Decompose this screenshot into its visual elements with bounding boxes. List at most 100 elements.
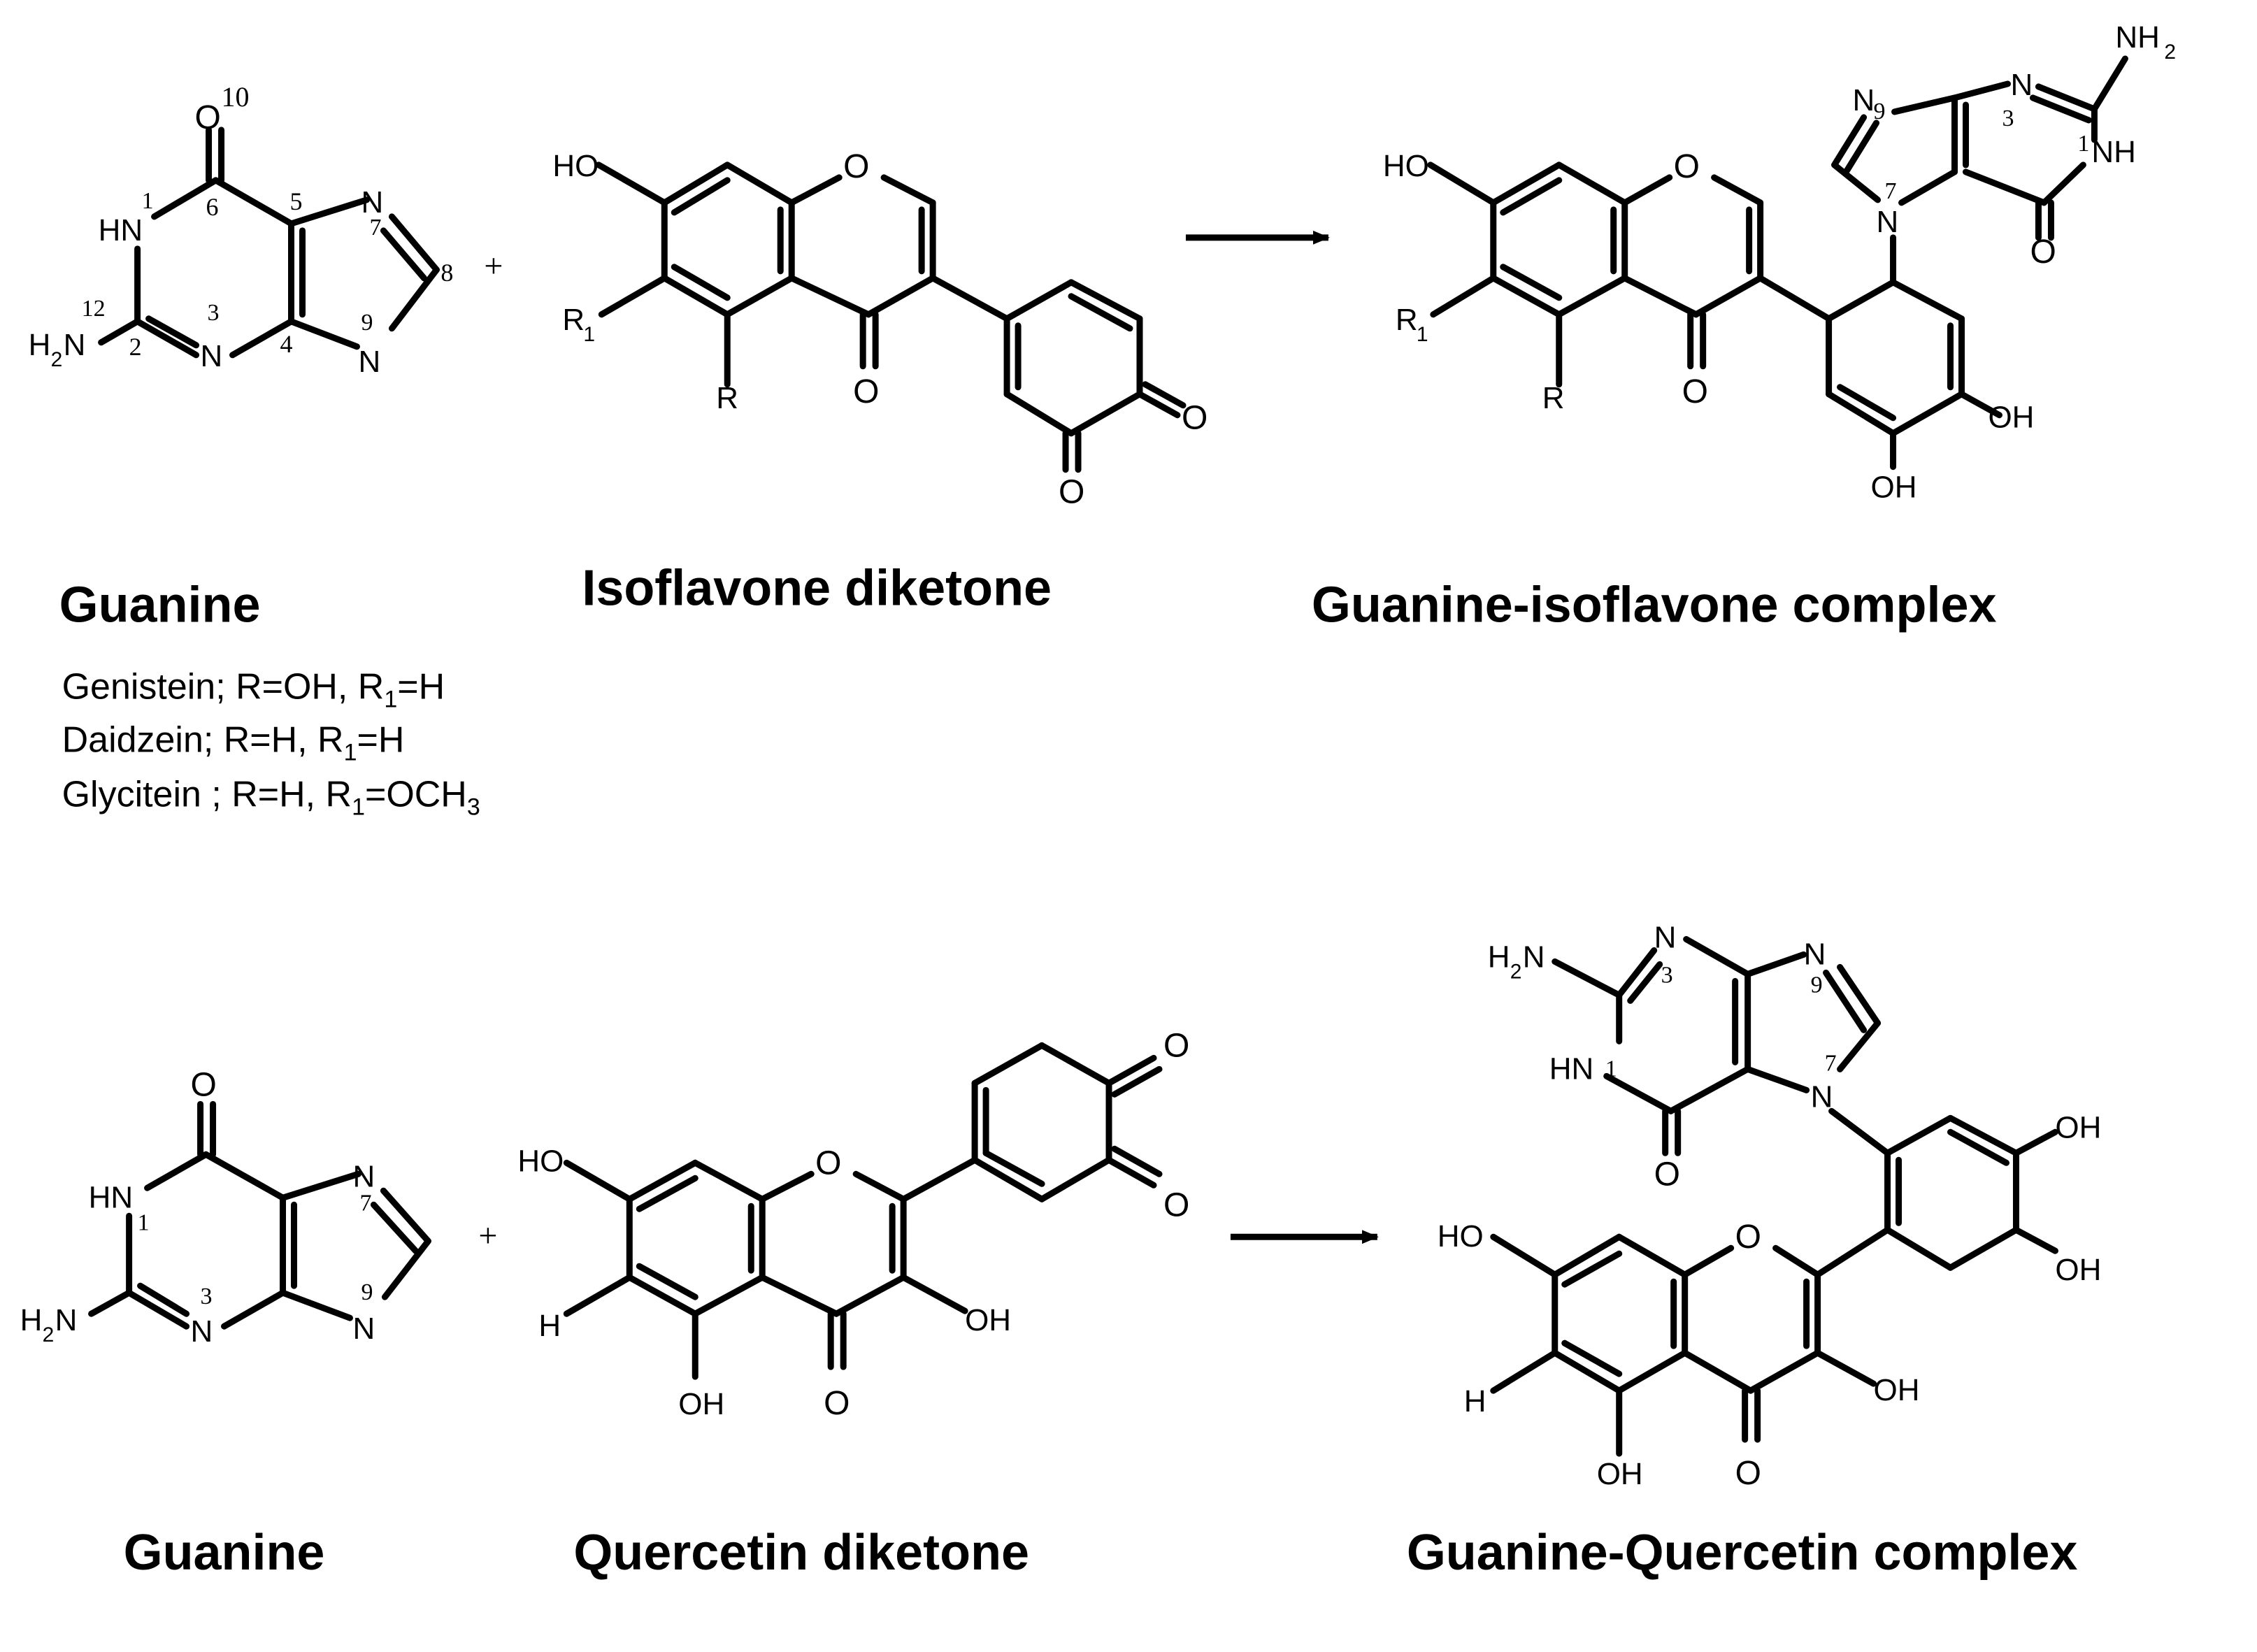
hydroxyl-label: HO <box>1383 149 1429 183</box>
substituent-r: R <box>1542 381 1565 415</box>
amino-subscript: 2 <box>2164 41 2176 64</box>
title-quercetin-diketone: Quercetin diketone <box>573 1525 1029 1581</box>
atom-number: 9 <box>1874 99 1886 124</box>
amino-subscript: 2 <box>1510 960 1522 983</box>
title-guanine-quercetin-complex: Guanine-Quercetin complex <box>1407 1525 2078 1581</box>
carbonyl-oxygen: O <box>1682 373 1708 410</box>
atom-n: N <box>201 339 223 373</box>
isoflavone-diketone-structure: HO O R 1 R O O O <box>552 148 1208 511</box>
amino-subscript: 2 <box>43 1323 55 1346</box>
atom-number: 9 <box>1811 972 1823 998</box>
diketone-oxygen: O <box>1059 474 1084 511</box>
atom-n: N <box>2010 68 2033 102</box>
atom-n: N <box>1877 205 1899 239</box>
atom-number: 5 <box>290 187 303 215</box>
ring-oxygen: O <box>1735 1219 1761 1256</box>
substituent-r1-subscript: 1 <box>1417 323 1428 346</box>
diketone-oxygen: O <box>1163 1186 1189 1223</box>
atom-number: 3 <box>201 1284 213 1309</box>
amino-h: H <box>29 328 51 362</box>
atom-o: O <box>191 1066 217 1103</box>
title-guanine-top: Guanine <box>59 577 261 633</box>
atom-number: 2 <box>129 333 142 361</box>
hydroxyl-label: OH <box>1988 401 2034 435</box>
atom-number: 1 <box>138 1209 150 1235</box>
ring-oxygen: O <box>815 1144 841 1181</box>
atom-n: N <box>1804 937 1826 971</box>
atom-number: 6 <box>206 193 219 221</box>
carbonyl-oxygen: O <box>1654 1156 1680 1193</box>
atom-number: 1 <box>142 188 154 214</box>
hydroxyl-label: OH <box>2055 1253 2101 1287</box>
hydroxyl-label: HO <box>552 149 599 183</box>
atom-number: 12 <box>82 296 106 322</box>
atom-n: N <box>1654 920 1677 954</box>
atom-n: N <box>352 1159 375 1193</box>
legend-line-glycitein: Glycitein ; R=H, R1=OCH3 <box>62 775 480 821</box>
atom-nh: HN <box>99 213 143 247</box>
amino-h: H <box>20 1303 43 1337</box>
plus-sign: + <box>484 247 503 285</box>
hydroxyl-label: HO <box>1438 1219 1484 1254</box>
substituent-legend: Genistein; R=OH, R1=H Daidzein; R=H, R1=… <box>62 667 480 821</box>
diketone-oxygen: O <box>1182 400 1208 437</box>
guanine-structure-bottom: O HN 1 N 7 9 N H 2 N 3 N <box>20 1066 431 1349</box>
atom-number: 7 <box>359 1190 371 1216</box>
diketone-oxygen: O <box>1163 1027 1189 1064</box>
ring-oxygen: O <box>1674 148 1700 185</box>
atom-number: 1 <box>2077 131 2089 157</box>
carbonyl-oxygen: O <box>1735 1455 1761 1492</box>
atom-number: 4 <box>280 330 293 358</box>
hydroxyl-label: OH <box>1597 1457 1643 1491</box>
atom-n: N <box>1811 1079 1833 1114</box>
atom-number: 3 <box>208 300 220 326</box>
title-guanine-bottom: Guanine <box>124 1525 325 1581</box>
atom-number: 8 <box>440 259 453 287</box>
amino-h: H <box>1488 940 1510 974</box>
substituent-r1: R <box>1396 303 1418 337</box>
substituent-r1-subscript: 1 <box>583 323 595 346</box>
atom-number: 3 <box>2002 106 2014 131</box>
legend-line-genistein: Genistein; R=OH, R1=H <box>62 667 445 713</box>
atom-n: N <box>352 1312 375 1346</box>
amino-n: N <box>64 328 86 362</box>
atom-number: 7 <box>1885 178 1897 204</box>
title-guanine-isoflavone-complex: Guanine-isoflavone complex <box>1312 577 1997 633</box>
hydrogen-label: H <box>538 1309 561 1343</box>
plus-sign: + <box>478 1217 497 1254</box>
amino-n: NH <box>2115 20 2160 55</box>
hydroxyl-label: OH <box>1874 1373 1920 1407</box>
quercetin-diketone-structure: HO O H OH O OH O O <box>517 1027 1189 1422</box>
atom-number: 10 <box>222 81 250 113</box>
atom-number: 7 <box>369 215 381 240</box>
atom-n: N <box>191 1314 213 1349</box>
atom-nh: HN <box>89 1180 134 1214</box>
atom-nh: NH <box>2091 135 2136 169</box>
ring-oxygen: O <box>843 148 869 185</box>
atom-nh: N <box>358 345 380 379</box>
hydroxyl-label: OH <box>2055 1110 2101 1144</box>
atom-number: 9 <box>361 310 373 336</box>
atom-number: 3 <box>1661 962 1673 988</box>
carbonyl-oxygen: O <box>824 1385 850 1422</box>
carbonyl-oxygen: O <box>2030 234 2056 271</box>
atom-number: 7 <box>1825 1050 1837 1076</box>
guanine-isoflavone-complex-structure: HO O R 1 R O OH OH N 7 N 9 N 3 NH 2 1 NH… <box>1383 20 2176 505</box>
hydrogen-label: H <box>1464 1384 1486 1418</box>
hydroxyl-label: HO <box>517 1144 564 1178</box>
guanine-quercetin-complex-structure: H 2 N N 3 N 9 HN 1 7 N O OH OH HO O H OH… <box>1438 920 2102 1492</box>
atom-number: 9 <box>361 1279 373 1305</box>
atom-n: N <box>1853 83 1875 117</box>
atom-nh: HN <box>1549 1051 1594 1086</box>
hydroxyl-label: OH <box>965 1303 1011 1337</box>
substituent-r1: R <box>562 303 585 337</box>
atom-o: O <box>195 99 221 136</box>
legend-line-daidzein: Daidzein; R=H, R1=H <box>62 720 405 766</box>
carbonyl-oxygen: O <box>853 373 879 410</box>
amino-n: N <box>55 1303 78 1337</box>
amino-n: N <box>1523 940 1545 974</box>
guanine-structure-top: O 10 HN 1 6 5 N 7 8 9 N 12 H 2 N 2 3 N 4 <box>29 81 454 379</box>
title-isoflavone-diketone: Isoflavone diketone <box>582 561 1052 617</box>
atom-n: N <box>361 185 383 220</box>
